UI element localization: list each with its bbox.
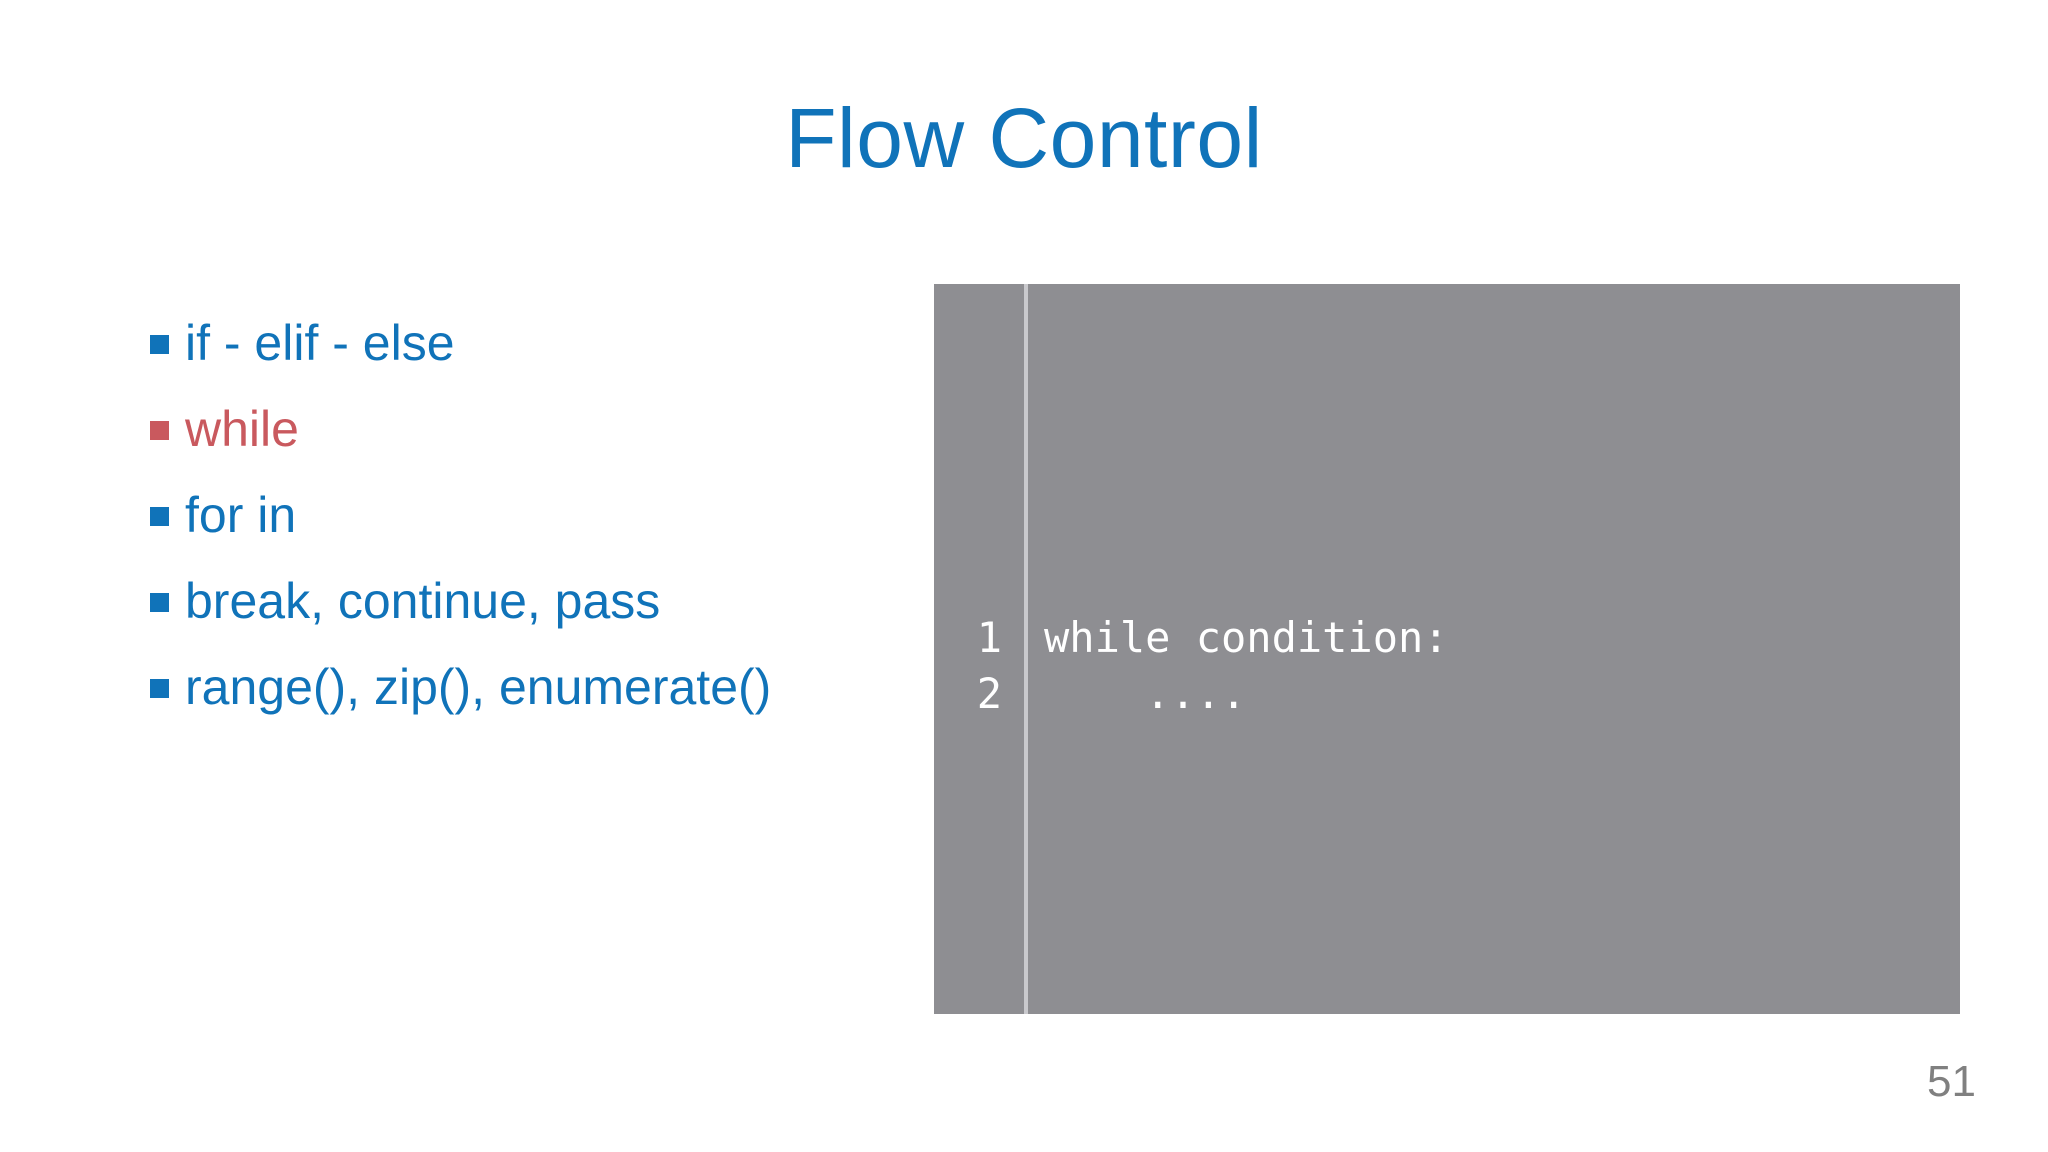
flow-control-bullet-list: if - elif - else while for in break, con… xyxy=(150,300,930,730)
list-item: break, continue, pass xyxy=(150,558,930,644)
list-item: range(), zip(), enumerate() xyxy=(150,644,930,730)
square-bullet-icon xyxy=(150,592,169,612)
list-item: if - elif - else xyxy=(150,300,930,386)
square-bullet-icon xyxy=(150,678,169,698)
list-item: while xyxy=(150,386,930,472)
list-item-label: range(), zip(), enumerate() xyxy=(185,659,772,715)
code-line-numbers: 1 2 xyxy=(976,613,1002,718)
list-item-label: break, continue, pass xyxy=(185,573,661,629)
code-block: 1 2 while condition: .... xyxy=(934,284,1960,1014)
list-item-label: while xyxy=(185,401,299,457)
page-title: Flow Control xyxy=(785,91,1263,185)
page-number: 51 xyxy=(1927,1057,1976,1106)
square-bullet-icon xyxy=(150,334,169,354)
list-item-label: if - elif - else xyxy=(185,315,455,371)
list-item-label: for in xyxy=(185,487,297,543)
code-text: while condition: .... xyxy=(1044,613,1449,718)
list-item: for in xyxy=(150,472,930,558)
square-bullet-icon xyxy=(150,420,169,440)
square-bullet-icon xyxy=(150,506,169,526)
code-gutter: 1 2 xyxy=(934,284,1028,1014)
code-body: while condition: .... xyxy=(1028,284,1960,1014)
